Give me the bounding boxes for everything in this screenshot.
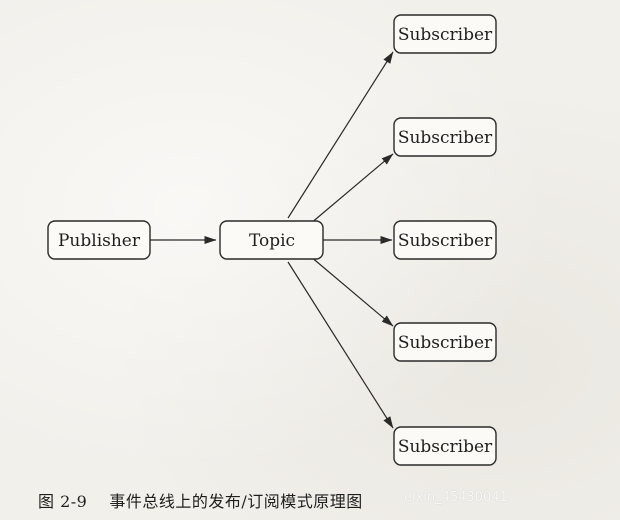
figure-number: 图 2-9 (38, 492, 88, 511)
edge-topic-subscriber-1 (287, 51, 394, 219)
edge-topic-subscriber-4 (309, 255, 394, 327)
node-box (393, 117, 497, 157)
node-label: Publisher (58, 231, 141, 251)
pubsub-diagram: Publisher Topic Subscriber Subscriber Su… (47, 14, 497, 466)
node-subscriber-2: Subscriber (393, 117, 497, 157)
node-subscriber-5: Subscriber (393, 426, 497, 466)
node-publisher: Publisher (47, 220, 151, 260)
watermark-text: eixin_45430041 (404, 490, 508, 505)
node-label: Topic (249, 231, 295, 251)
figure-title: 事件总线上的发布/订阅模式原理图 (109, 492, 363, 511)
node-box (219, 220, 324, 260)
edge-topic-subscriber-5 (287, 261, 394, 429)
node-subscriber-1: Subscriber (393, 14, 497, 54)
node-label: Subscriber (398, 25, 493, 45)
node-box (393, 14, 497, 54)
node-box (393, 322, 497, 362)
node-subscriber-4: Subscriber (393, 322, 497, 362)
figure-caption: 图 2-9 事件总线上的发布/订阅模式原理图 (38, 488, 363, 512)
node-topic: Topic (219, 220, 324, 260)
node-box (47, 220, 151, 260)
node-box (393, 220, 497, 260)
node-label: Subscriber (398, 437, 493, 457)
edge-topic-subscriber-2 (309, 153, 394, 225)
node-label: Subscriber (398, 128, 493, 148)
node-label: Subscriber (398, 231, 493, 251)
node-subscriber-3: Subscriber (393, 220, 497, 260)
edges (150, 51, 394, 429)
node-box (393, 426, 497, 466)
node-label: Subscriber (398, 333, 493, 353)
